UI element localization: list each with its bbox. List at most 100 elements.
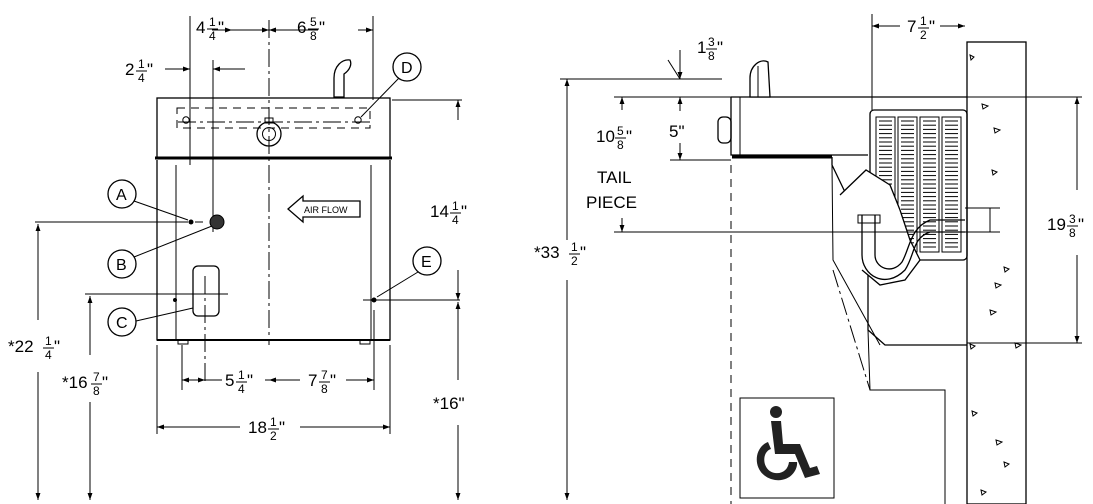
trap-housing (839, 169, 921, 286)
side-cabinet (831, 157, 967, 346)
svg-text:1: 1 (138, 57, 145, 71)
svg-text:18: 18 (248, 418, 267, 437)
svg-text:1: 1 (209, 15, 216, 29)
svg-text:": " (929, 17, 935, 36)
svg-text:8: 8 (708, 49, 715, 63)
svg-text:8: 8 (93, 384, 100, 398)
callout-c: C (107, 307, 194, 337)
svg-text:*16: *16 (62, 373, 88, 392)
svg-text:6: 6 (297, 18, 306, 37)
svg-text:8: 8 (321, 382, 328, 396)
svg-text:4: 4 (209, 29, 216, 43)
svg-text:2: 2 (125, 60, 134, 79)
svg-text:4: 4 (452, 213, 459, 227)
bubbler-front (333, 59, 352, 98)
svg-text:": " (54, 337, 60, 356)
dim-1-3-8: 1 3 8 " (697, 35, 723, 63)
dim-33-1-2: *33 1 2 " (534, 240, 586, 268)
dim-18-1-2: 18 1 2 " (248, 415, 285, 443)
basin-hole-right (354, 116, 362, 124)
dim-7-7-8: 7 7 8 " (308, 368, 336, 396)
dim-19-3-8: 19 3 8 " (1047, 212, 1084, 240)
point-b (209, 214, 225, 230)
svg-text:5: 5 (310, 15, 317, 29)
svg-text:1: 1 (571, 240, 578, 254)
foot-left (177, 339, 189, 345)
svg-text:7: 7 (93, 370, 100, 384)
dim-16-7-8: *16 7 8 " (62, 370, 108, 398)
trap-pipe (861, 215, 965, 281)
svg-text:1: 1 (920, 14, 927, 28)
side-view: 1 3 8 " 7 1 2 " 10 5 8 " 5" (534, 14, 1084, 504)
callout-d: D (360, 52, 422, 118)
svg-text:": " (247, 371, 253, 390)
cabinet-outline (156, 160, 391, 341)
dim-10-5-8: 10 5 8 " (596, 124, 632, 152)
svg-text:*22: *22 (8, 337, 34, 356)
svg-text:": " (319, 18, 325, 37)
point-a (188, 219, 194, 225)
svg-text:14: 14 (430, 202, 449, 221)
svg-text:": " (580, 243, 586, 262)
svg-text:7: 7 (308, 371, 317, 390)
svg-text:8: 8 (310, 29, 317, 43)
basin-hole-left (182, 116, 190, 124)
dim-4-1-4: 4 1 4 " (196, 15, 224, 43)
svg-text:1: 1 (697, 38, 706, 57)
svg-text:": " (626, 127, 632, 146)
svg-text:": " (717, 38, 723, 57)
callout-e: E (376, 246, 442, 298)
side-top-deck (730, 97, 868, 156)
bubbler-side (749, 60, 771, 98)
svg-text:4: 4 (196, 18, 205, 37)
wheelchair-icon (739, 397, 835, 499)
dim-7-1-2: 7 1 2 " (907, 14, 935, 42)
svg-text:E: E (421, 254, 432, 271)
svg-text:7: 7 (907, 17, 916, 36)
svg-text:TAIL: TAIL (597, 168, 632, 187)
svg-text:4: 4 (138, 71, 145, 85)
svg-text:5: 5 (617, 124, 624, 138)
svg-text:": " (330, 371, 336, 390)
svg-text:3: 3 (708, 35, 715, 49)
dim-5-1-4: 5 1 4 " (225, 368, 253, 396)
svg-text:": " (1078, 215, 1084, 234)
svg-text:1: 1 (45, 334, 52, 348)
svg-text:": " (461, 202, 467, 221)
svg-text:10: 10 (596, 127, 615, 146)
svg-text:C: C (116, 315, 128, 332)
svg-text:4: 4 (238, 382, 245, 396)
svg-text:AIR FLOW: AIR FLOW (304, 205, 348, 215)
wall-aggregate (969, 54, 1023, 496)
svg-text:3: 3 (1069, 212, 1076, 226)
basin-hidden-outline (176, 107, 371, 129)
svg-text:2: 2 (270, 429, 277, 443)
svg-text:19: 19 (1047, 215, 1066, 234)
svg-text:2: 2 (920, 28, 927, 42)
svg-text:1: 1 (452, 199, 459, 213)
svg-text:": " (218, 18, 224, 37)
wall (966, 41, 1027, 504)
svg-text:1: 1 (238, 368, 245, 382)
svg-text:2: 2 (571, 254, 578, 268)
dim-16: *16" (433, 394, 465, 413)
svg-text:": " (279, 418, 285, 437)
svg-text:*33: *33 (534, 243, 560, 262)
tail-piece-label: TAIL PIECE (586, 168, 637, 212)
dim-14-1-4: 14 1 4 " (430, 199, 467, 227)
svg-text:PIECE: PIECE (586, 193, 637, 212)
svg-text:D: D (401, 60, 413, 77)
side-button (717, 116, 732, 144)
svg-text:5: 5 (225, 371, 234, 390)
callout-a: A (107, 179, 189, 221)
dim-2-1-4: 2 1 4 " (125, 57, 153, 85)
dim-22-1-4: *22 1 4 " (8, 334, 60, 362)
front-view: 4 1 4 " 6 5 8 " 2 1 4 " (8, 15, 467, 500)
air-flow-arrow: AIR FLOW (287, 194, 361, 224)
callout-b: B (107, 225, 213, 279)
svg-text:8: 8 (1069, 226, 1076, 240)
svg-text:8: 8 (617, 138, 624, 152)
svg-text:B: B (116, 257, 127, 274)
svg-text:7: 7 (321, 368, 328, 382)
